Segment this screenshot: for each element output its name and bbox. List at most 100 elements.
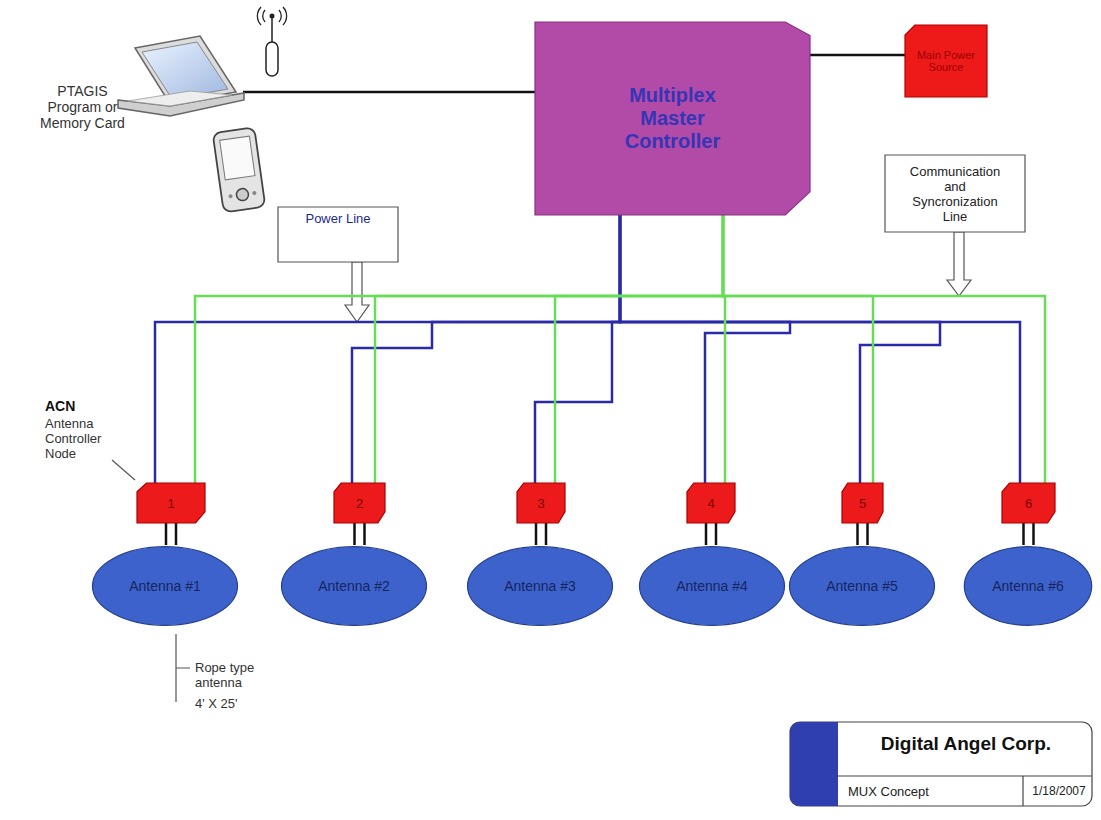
connector-line <box>375 215 723 483</box>
connector-line <box>620 215 790 483</box>
shape-fill <box>535 22 810 215</box>
text-label: Digital Angel Corp. <box>846 733 1086 755</box>
connector-line <box>175 523 178 545</box>
antenna-loop: Antenna #6 <box>963 545 1093 627</box>
connector-line <box>1022 523 1025 545</box>
wireless-icon <box>257 7 286 76</box>
node-text: Antenna #3 <box>504 578 576 594</box>
leader-bracket <box>176 634 190 702</box>
connector-line <box>535 215 620 483</box>
controller-box: Multiplex Master Controller <box>535 22 810 215</box>
antenna-controller-node: 4 <box>687 483 735 523</box>
text-label: MUX Concept <box>848 784 1018 799</box>
connector-line <box>620 215 940 483</box>
title-block <box>790 722 1092 806</box>
antenna-controller-node: 2 <box>334 483 385 523</box>
connector-line <box>545 523 548 545</box>
shape-fill <box>137 483 205 523</box>
antenna-loop: Antenna #2 <box>280 545 428 627</box>
node-text: Antenna #1 <box>129 578 201 594</box>
shape-fill <box>281 547 426 626</box>
connector-line <box>353 523 356 545</box>
node-text: 6 <box>1025 496 1032 511</box>
shape-fill <box>789 547 934 626</box>
node-text: Communication and Syncronization Line <box>900 164 1010 224</box>
antenna-loop: Antenna #1 <box>91 545 239 627</box>
node-text: Antenna #6 <box>992 578 1064 594</box>
connector-line <box>705 523 708 545</box>
connector <box>620 215 790 483</box>
connector <box>355 523 365 545</box>
connector-line <box>856 523 859 545</box>
node-text: Power Line <box>305 211 370 226</box>
connector <box>620 215 940 483</box>
shape-fill <box>964 547 1091 626</box>
antenna-controller-node: 1 <box>137 483 205 523</box>
node-text: Multiplex Master Controller <box>603 84 743 153</box>
connector-line <box>165 523 168 545</box>
connector-line <box>535 523 538 545</box>
connector <box>620 215 1020 483</box>
connector-line <box>195 215 723 483</box>
connector-line <box>1032 523 1035 545</box>
connector <box>723 215 1045 483</box>
connector <box>706 523 716 545</box>
node-text: 3 <box>537 496 544 511</box>
connector <box>535 215 620 483</box>
power-source-box: Main Power Source <box>905 25 987 97</box>
shape-fill <box>639 547 784 626</box>
connector-line <box>715 523 718 545</box>
connector-line <box>620 215 1020 483</box>
text-label: Antenna Controller Node <box>45 416 125 461</box>
node-text: 2 <box>356 496 363 511</box>
connector-line <box>363 523 366 545</box>
antenna-controller-node: 6 <box>1002 483 1055 523</box>
shape-fill <box>92 547 237 626</box>
connector <box>1024 523 1034 545</box>
leader-line <box>112 460 135 480</box>
connector <box>536 523 546 545</box>
shape-fill <box>517 483 565 523</box>
shape-fill <box>842 483 883 523</box>
node-text: 5 <box>859 496 866 511</box>
node-text: Antenna #4 <box>676 578 748 594</box>
connector <box>195 215 723 483</box>
connector <box>555 215 723 483</box>
text-label: ACN <box>45 398 105 414</box>
callout-arrow <box>345 262 369 322</box>
pda-icon <box>213 127 266 212</box>
shape-fill <box>905 25 987 97</box>
shape-fill <box>278 207 398 262</box>
connector <box>166 523 176 545</box>
antenna-controller-node: 3 <box>517 483 565 523</box>
connector-line <box>723 215 1045 483</box>
connector-line <box>723 215 873 483</box>
computer-link <box>243 91 535 94</box>
connector-line <box>866 523 869 545</box>
connector-line <box>810 54 905 57</box>
callout-box: Communication and Syncronization Line <box>885 155 1025 232</box>
text-label: Rope type antenna <box>195 660 275 690</box>
node-text: Antenna #5 <box>826 578 898 594</box>
connector-line <box>555 215 723 483</box>
connector <box>858 523 868 545</box>
connector <box>723 215 873 483</box>
antenna-controller-node: 5 <box>842 483 883 523</box>
text-label: 4' X 25' <box>195 696 275 711</box>
node-text: Main Power Source <box>913 49 979 73</box>
antenna-loop: Antenna #4 <box>638 545 786 627</box>
shape-fill <box>467 547 612 626</box>
text-label: PTAGIS Program or Memory Card <box>40 83 125 131</box>
node-text: Antenna #2 <box>318 578 390 594</box>
text-label: 1/18/2007 <box>1028 784 1090 798</box>
shape-fill <box>334 483 385 523</box>
shape-fill <box>885 155 1025 232</box>
node-text: 4 <box>707 496 714 511</box>
connector <box>810 55 905 56</box>
shape-fill <box>687 483 735 523</box>
connector <box>375 215 723 483</box>
node-text: 1 <box>167 496 174 511</box>
callout-arrow <box>947 232 971 296</box>
laptop-icon <box>118 36 244 116</box>
shape-fill <box>1002 483 1055 523</box>
